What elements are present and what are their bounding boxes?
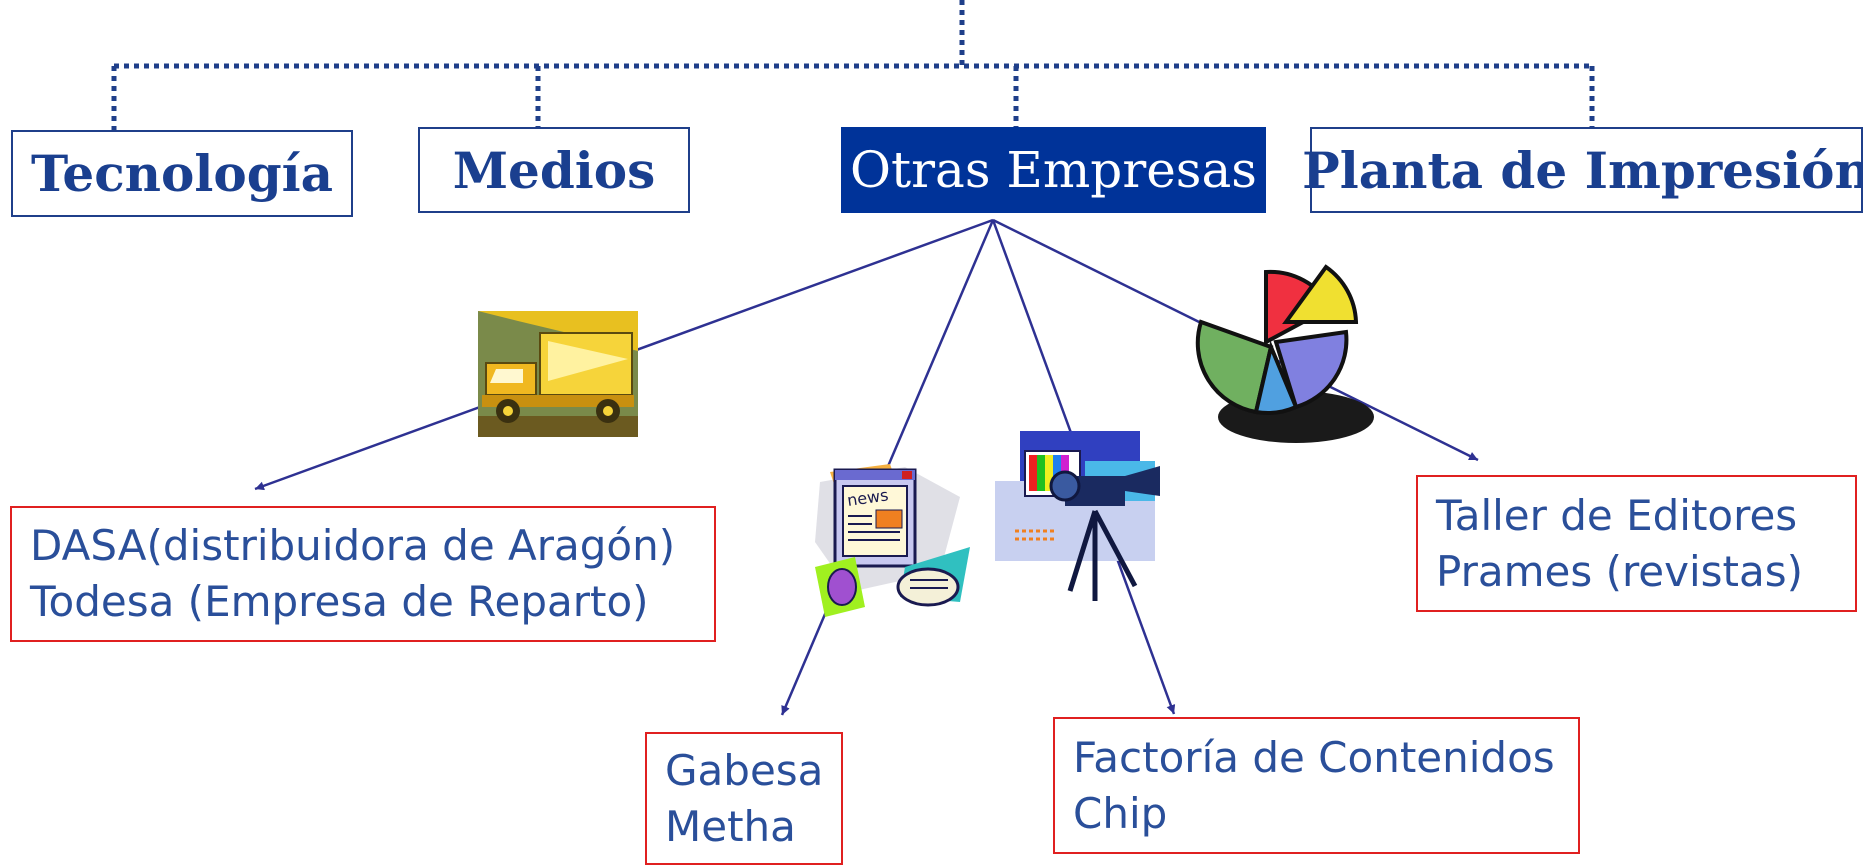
company-box-gabesa: Gabesa Metha xyxy=(645,732,843,865)
dotted-hierarchy-lines xyxy=(111,0,1595,130)
company-line: Chip xyxy=(1073,788,1168,838)
delivery-truck-icon xyxy=(478,311,638,437)
category-medios-label: Medios xyxy=(452,140,656,200)
category-planta-de-impresion-label: Planta de Impresión xyxy=(1302,140,1863,200)
company-box-distribution: DASA(distribuidora de Aragón) Todesa (Em… xyxy=(10,506,716,642)
pie-chart-icon xyxy=(1195,264,1374,443)
company-box-factoria: Factoría de Contenidos Chip xyxy=(1053,717,1580,854)
category-planta-de-impresion: Planta de Impresión xyxy=(1302,127,1863,213)
category-tecnologia-label: Tecnología xyxy=(30,144,334,203)
company-line: Todesa (Empresa de Reparto) xyxy=(30,577,649,626)
company-line: DASA(distribuidora de Aragón) xyxy=(30,521,676,570)
company-line: Gabesa xyxy=(665,745,824,795)
company-line: Taller de Editores xyxy=(1436,490,1798,540)
company-line: Metha xyxy=(665,801,796,851)
category-otras-empresas: Otras Empresas xyxy=(841,127,1266,213)
company-line: Factoría de Contenidos xyxy=(1073,732,1555,782)
category-otras-empresas-label: Otras Empresas xyxy=(850,141,1257,199)
video-camera-icon xyxy=(995,431,1160,601)
category-tecnologia: Tecnología xyxy=(11,130,353,217)
category-medios: Medios xyxy=(418,127,690,213)
news-computer-icon: news xyxy=(815,464,970,617)
company-line: Prames (revistas) xyxy=(1436,546,1804,596)
company-box-taller: Taller de Editores Prames (revistas) xyxy=(1416,475,1857,612)
